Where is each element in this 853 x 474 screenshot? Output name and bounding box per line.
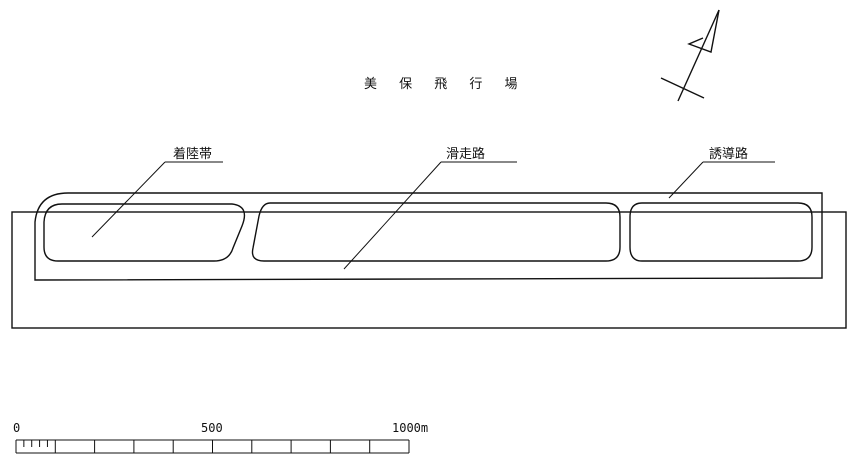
diagram-title: 美 保 飛 行 場: [364, 77, 527, 92]
label-touchdown-zone: 着陸帯: [173, 146, 212, 162]
landing-strip-outline: [34, 192, 823, 281]
leader-runway: [343, 161, 517, 270]
scale-bar: [15, 439, 410, 454]
scale-label-end: 1000m: [392, 421, 428, 435]
scale-label-mid: 500: [201, 421, 223, 435]
label-taxiway: 誘導路: [709, 146, 748, 162]
leader-touchdown-zone: [91, 161, 223, 238]
leader-taxiway: [668, 161, 775, 199]
scale-label-start: 0: [13, 421, 20, 435]
runway-segment: [251, 202, 621, 262]
taxiway-segment-east: [629, 202, 813, 262]
airfield-boundary: [11, 211, 847, 329]
taxiway-segment-west: [43, 203, 246, 262]
north-arrow-icon: [660, 9, 720, 102]
label-runway: 滑走路: [446, 146, 485, 162]
